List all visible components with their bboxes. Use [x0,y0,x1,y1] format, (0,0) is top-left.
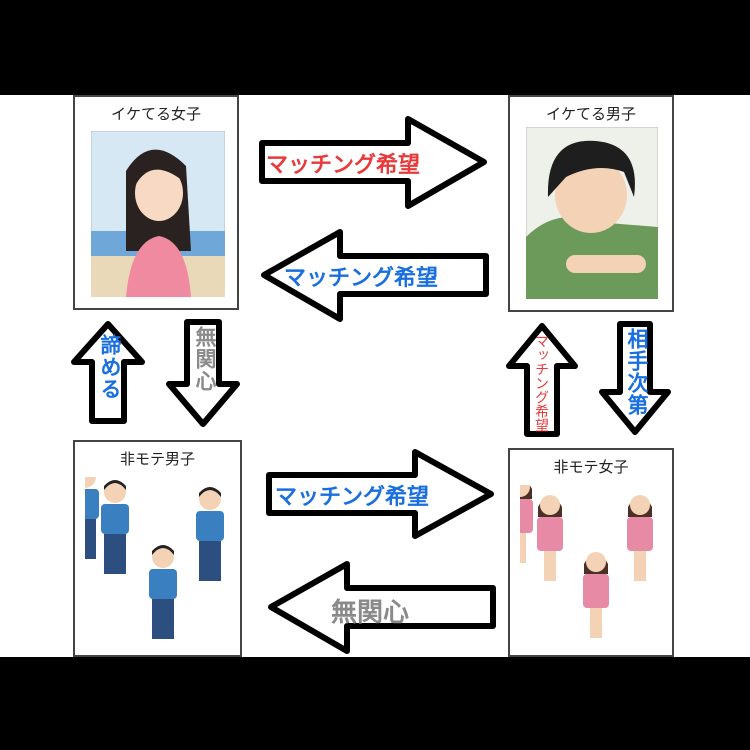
arrow-down-indifferent: 無関心 [165,318,241,428]
arrow-label: 無関心 [331,598,410,628]
arrow-label: 相手次第 [625,328,649,416]
card-title: イケてる女子 [110,105,201,123]
card-unpopular-men: 非モテ男子 [73,440,242,657]
card-title: 非モテ女子 [553,458,629,476]
arrow-right-matching-bottom: マッチング希望 [265,448,497,540]
arrow-left-matching-top: マッチング希望 [258,228,490,323]
arrow-label: マッチング希望 [266,153,421,178]
arrow-right-matching-top: マッチング希望 [258,115,490,210]
card-popular-men: イケてる男子 [508,95,674,312]
card-title: イケてる男子 [545,105,636,123]
arrow-left-indifferent-bottom: 無関心 [265,560,497,655]
diagram-canvas: イケてる女子 イケてる男子 非モテ男子 [0,95,750,657]
woman-portrait-image [91,131,225,297]
arrow-label: マッチング希望 [275,485,430,510]
arrow-label: マッチング希望 [533,334,549,432]
card-unpopular-women: 非モテ女子 [508,448,674,657]
card-title: 非モテ男子 [119,450,195,468]
unpopular-men-image [85,477,224,639]
card-popular-women: イケてる女子 [73,95,239,310]
arrow-label: マッチング希望 [284,266,439,291]
man-portrait-image [526,127,658,299]
unpopular-women-image [520,485,653,638]
arrow-up-matching: マッチング希望 [505,322,579,438]
arrow-down-depends: 相手次第 [598,320,672,436]
arrow-up-give-up: 諦める [70,320,146,425]
arrow-label: 諦める [98,334,122,400]
arrow-label: 無関心 [193,326,217,392]
